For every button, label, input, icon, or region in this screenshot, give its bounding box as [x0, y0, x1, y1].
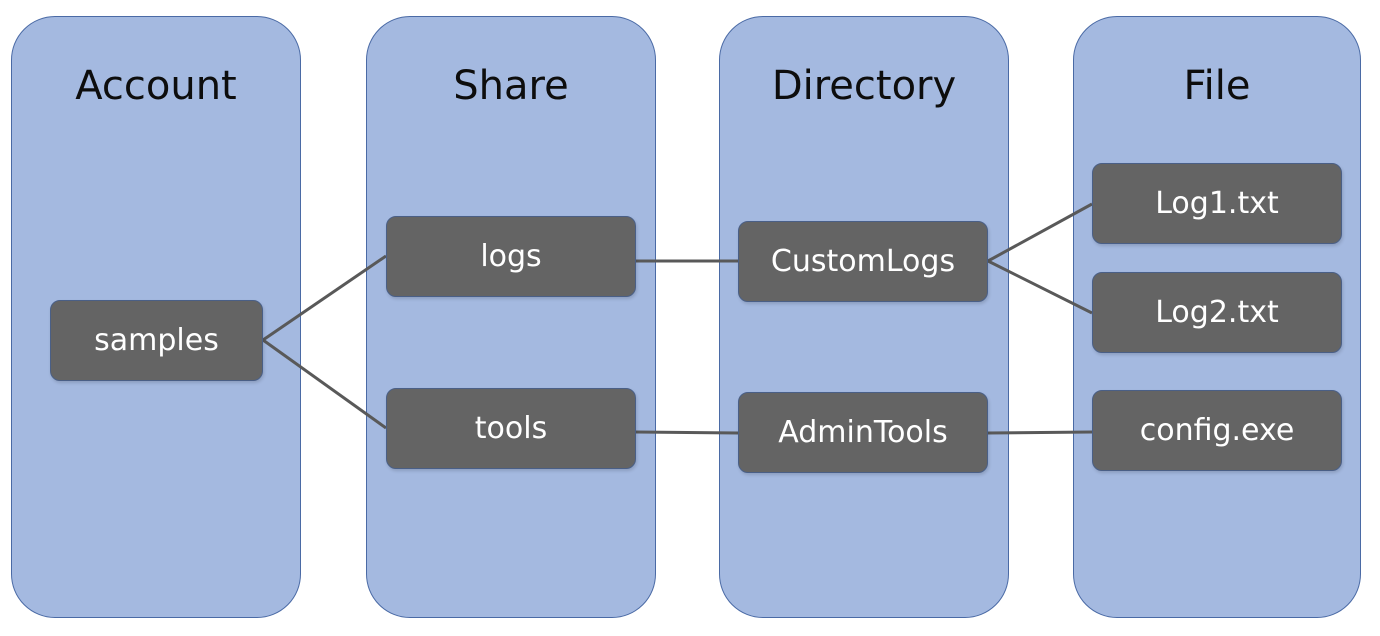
node-admintools[interactable]: AdminTools: [738, 392, 988, 473]
node-tools[interactable]: tools: [386, 388, 636, 469]
lane-title-share: Share: [453, 63, 569, 109]
node-log1[interactable]: Log1.txt: [1092, 163, 1342, 244]
node-logs[interactable]: logs: [386, 216, 636, 297]
node-customlogs[interactable]: CustomLogs: [738, 221, 988, 302]
lane-share: Share: [366, 16, 656, 618]
lane-directory: Directory: [719, 16, 1009, 618]
node-samples[interactable]: samples: [50, 300, 263, 381]
node-log2[interactable]: Log2.txt: [1092, 272, 1342, 353]
lane-title-file: File: [1183, 63, 1251, 109]
lane-title-account: Account: [75, 63, 237, 109]
node-config[interactable]: config.exe: [1092, 390, 1342, 471]
lane-title-directory: Directory: [771, 63, 957, 109]
